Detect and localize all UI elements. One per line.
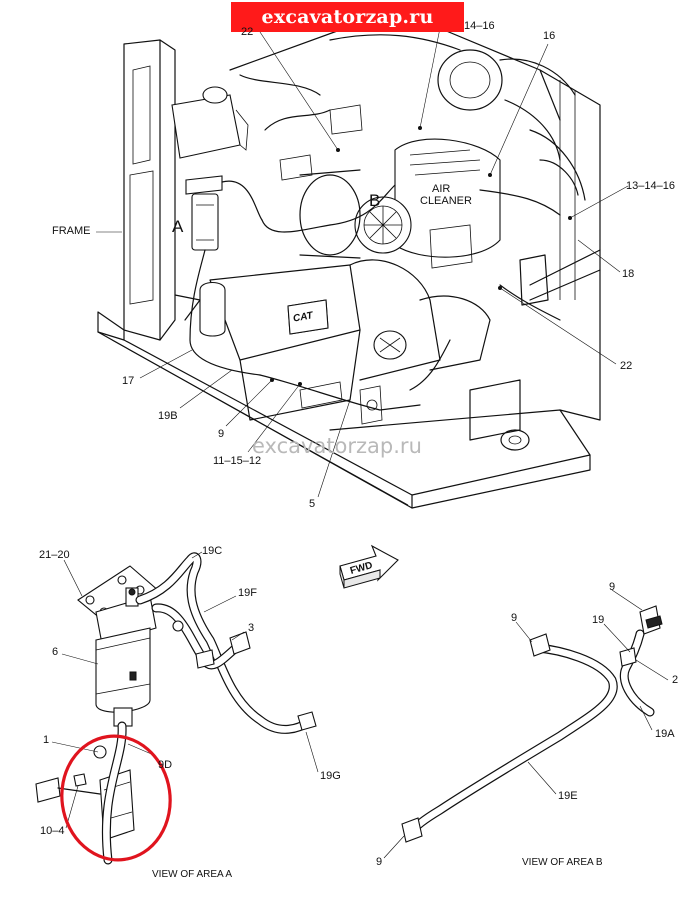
callout-9-b-bottom: 9 (376, 856, 383, 868)
view-area-a-caption: VIEW OF AREA A (152, 869, 233, 880)
callout-2: 2 (672, 674, 679, 686)
air-cleaner-label-line1: AIR (432, 183, 451, 195)
callout-3: 3 (248, 622, 255, 634)
red-ellipse-highlight-icon (60, 734, 172, 862)
site-banner: excavatorzap.ru (231, 2, 464, 32)
callout-14-16: 14–16 (464, 20, 495, 32)
callout-21-20: 21–20 (39, 549, 70, 561)
site-watermark: excavatorzap.ru (252, 434, 422, 458)
callout-19a: 19A (655, 728, 675, 740)
callout-11-15-12: 11–15–12 (213, 455, 262, 467)
callout-19c: 19C (202, 545, 223, 557)
callout-9-b-top: 9 (609, 581, 616, 593)
callout-10-4: 10–4 (40, 825, 65, 837)
callout-19g: 19G (320, 770, 341, 782)
callout-5: 5 (309, 498, 316, 510)
callout-13-14-16: 13–14–16 (626, 180, 675, 192)
frame-label: FRAME (52, 225, 91, 237)
area-a-marker: A (172, 217, 184, 236)
callout-17: 17 (122, 375, 135, 387)
callout-1: 1 (43, 734, 50, 746)
view-area-a-drawing (35, 551, 319, 865)
callout-22-top: 22 (241, 26, 254, 38)
callout-22-right: 22 (620, 360, 633, 372)
view-area-b-caption: VIEW OF AREA B (522, 857, 603, 868)
callout-19e: 19E (558, 790, 578, 802)
cat-brand-plate (287, 299, 329, 335)
callout-16: 16 (543, 30, 556, 42)
callout-9-b-left: 9 (511, 612, 518, 624)
callout-18: 18 (622, 268, 635, 280)
callout-9d: 9D (158, 759, 173, 771)
air-cleaner-label-line2: CLEANER (420, 195, 472, 207)
callout-19b: 19B (158, 410, 178, 422)
callout-6: 6 (52, 646, 59, 658)
callout-19f: 19F (238, 587, 257, 599)
area-b-marker: B (369, 191, 381, 210)
callout-19: 19 (592, 614, 605, 626)
engine-assembly-drawing (96, 19, 629, 509)
view-area-b-drawing (383, 589, 669, 859)
forward-arrow-icon (339, 544, 399, 589)
callout-9-top: 9 (218, 428, 225, 440)
